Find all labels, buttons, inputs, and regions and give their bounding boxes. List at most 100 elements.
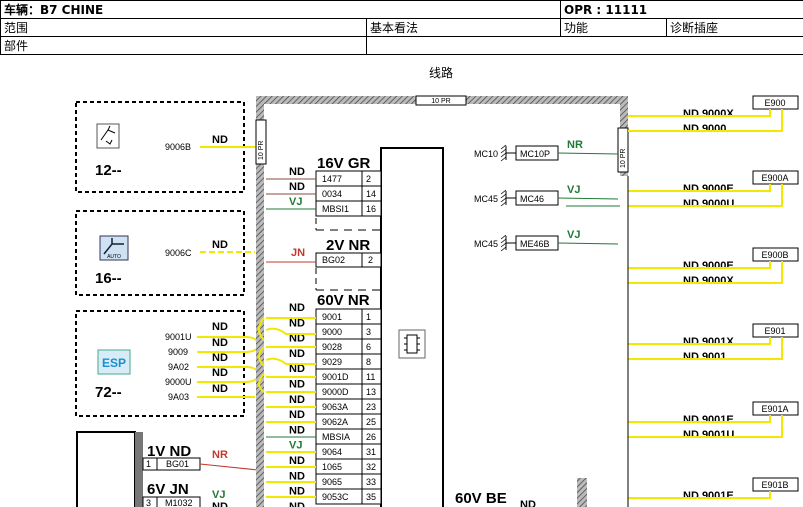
wire-color: ND	[289, 181, 305, 193]
wire-color: VJ	[567, 184, 580, 196]
wire	[557, 197, 619, 200]
wire-color: VJ	[289, 440, 302, 452]
svg-text:ESP: ESP	[102, 356, 126, 370]
connector-box[interactable]	[752, 95, 799, 110]
left-box-1[interactable]: 9006B ND 12--	[75, 101, 255, 193]
wire-label: ND 9000X	[683, 275, 734, 287]
connector-id: E901A	[761, 404, 788, 414]
wire-color: ND	[289, 348, 305, 360]
pin-number: 3	[146, 498, 151, 507]
connector-2v-nr[interactable]: 2V NR BG02 2 JN	[266, 237, 382, 291]
pin-number: 31	[366, 447, 376, 457]
wire-label: 1065	[322, 462, 342, 472]
function-label[interactable]: 功能	[560, 18, 668, 37]
pin-number: 26	[366, 432, 376, 442]
connector-title: 16V GR	[317, 155, 371, 172]
ground-connector: MC10P	[520, 149, 550, 159]
wire	[628, 337, 783, 360]
wire	[628, 261, 783, 284]
wire-label: 9028	[322, 342, 342, 352]
wire-label: ND 9001U	[683, 429, 734, 441]
wire-label: ND 9000X	[683, 108, 734, 120]
pin-number: 32	[366, 462, 376, 472]
left-box-2[interactable]: AUTO 9006C ND 16--	[75, 210, 255, 296]
connector-60v-be[interactable]: 60V BE ND	[455, 490, 536, 507]
wire-color: ND	[289, 501, 305, 507]
pin-number: 25	[366, 417, 376, 427]
wire-color: VJ	[289, 196, 302, 208]
wire-label: 9053C	[322, 492, 349, 502]
wire	[628, 261, 771, 269]
wire-color: ND	[289, 424, 305, 436]
wire	[265, 357, 316, 365]
pin-number: 23	[366, 402, 376, 412]
wire-color: ND	[289, 470, 305, 482]
wire	[628, 109, 771, 117]
wire-label: 9A02	[168, 362, 189, 372]
wire-label: 9029	[322, 357, 342, 367]
ground-label: MC45	[474, 194, 498, 204]
wire-label: ND 9000U	[683, 198, 734, 210]
wire	[628, 109, 783, 132]
left-box-3[interactable]: ESP 9001U 9009 9A02 9000U 9A03 ND ND ND …	[75, 310, 260, 417]
wire	[557, 152, 619, 155]
wire-color: ND	[212, 501, 228, 507]
wire-label: 0034	[322, 189, 342, 199]
connector-box[interactable]	[752, 477, 799, 492]
wire-label: 9A03	[168, 392, 189, 402]
connector-id: E900	[764, 98, 785, 108]
wire	[557, 242, 619, 245]
pin-number: 1	[366, 312, 371, 322]
wire-color: ND	[289, 302, 305, 314]
pin-number: 8	[366, 357, 371, 367]
pin-number: 3	[366, 327, 371, 337]
bottom-left-connector[interactable]: 1V ND 1 BG01 NR 6V JN 3 M1032 VJ ND	[76, 431, 259, 507]
wire-label: ND 9001E	[683, 490, 734, 502]
wire-color: ND	[212, 337, 228, 349]
connector-title: 60V NR	[317, 292, 370, 309]
wire	[628, 415, 783, 438]
wire	[265, 327, 316, 335]
central-harness[interactable]: 10 PR 10 PR 10 PR	[255, 95, 629, 507]
ground-label: MC45	[474, 239, 498, 249]
wire	[628, 184, 771, 192]
ground-connector: MC46	[520, 194, 544, 204]
harness-label: 10 PR	[620, 149, 627, 168]
wire-label: 9062A	[322, 417, 348, 427]
connector-box[interactable]	[752, 247, 799, 262]
wire-color: ND	[289, 363, 305, 375]
wire-label: BG01	[166, 459, 189, 469]
diagram-title: 线路	[429, 65, 453, 80]
wire	[628, 337, 771, 345]
harness-label: 10 PR	[258, 141, 265, 160]
wire-color: ND	[212, 383, 228, 395]
wire-label: 9000	[322, 327, 342, 337]
wire-label: 9001	[322, 312, 342, 322]
svg-text:AUTO: AUTO	[107, 254, 121, 260]
connector-title: 60V BE	[455, 490, 507, 507]
wire-color: ND	[212, 321, 228, 333]
wire-label: 9006B	[165, 142, 191, 152]
wire-color: ND	[289, 486, 305, 498]
wire-label: ND 9001X	[683, 336, 734, 348]
pin-number: 13	[366, 387, 376, 397]
connector-box[interactable]	[752, 170, 799, 185]
connector-box[interactable]	[752, 323, 799, 338]
connector-title: 1V ND	[147, 443, 191, 460]
part-label: 部件	[0, 36, 367, 55]
wire	[628, 491, 771, 499]
pin-number: 16	[366, 204, 376, 214]
wire-color: ND	[212, 134, 228, 146]
wire	[628, 415, 771, 423]
pin-number: 11	[366, 372, 375, 382]
wire-color: ND	[289, 409, 305, 421]
wire-label: M1032	[165, 498, 193, 507]
connector-box[interactable]	[752, 401, 799, 416]
wire-label: ND 9000E	[683, 183, 734, 195]
esp-icon: ESP	[97, 349, 131, 375]
wire-color: ND	[520, 499, 536, 507]
